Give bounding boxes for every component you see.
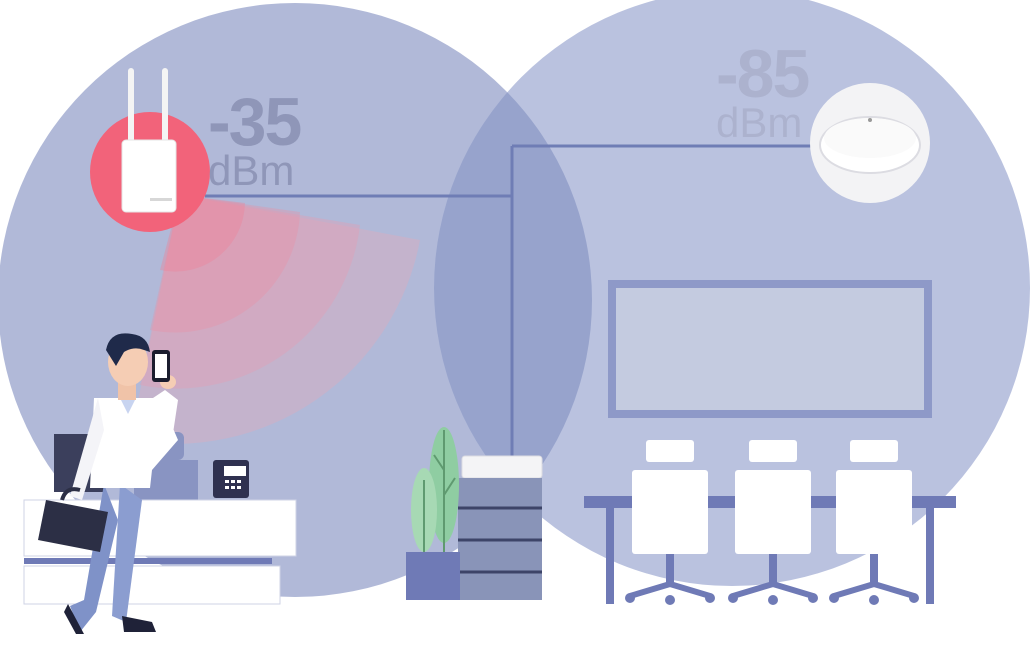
whiteboard	[608, 280, 932, 418]
signal-value-left: -35	[208, 84, 302, 160]
router-icon	[90, 68, 210, 232]
chair	[625, 440, 715, 605]
signal-value-right: -85	[716, 36, 810, 112]
plant-icon	[406, 427, 460, 600]
server-cabinet	[458, 455, 543, 600]
signal-strength-label-right: -85 dBm	[716, 36, 810, 146]
signal-unit-left: dBm	[208, 147, 295, 194]
signal-strength-label-left: -35 dBm	[208, 84, 302, 194]
signal-unit-right: dBm	[716, 99, 803, 146]
ceiling-ap-icon	[810, 83, 930, 203]
desk-phone-icon	[213, 460, 249, 498]
chair	[829, 440, 919, 605]
briefcase-icon	[38, 487, 108, 552]
network-cable	[205, 144, 812, 460]
chair	[728, 440, 818, 605]
smartphone-icon	[152, 350, 170, 382]
